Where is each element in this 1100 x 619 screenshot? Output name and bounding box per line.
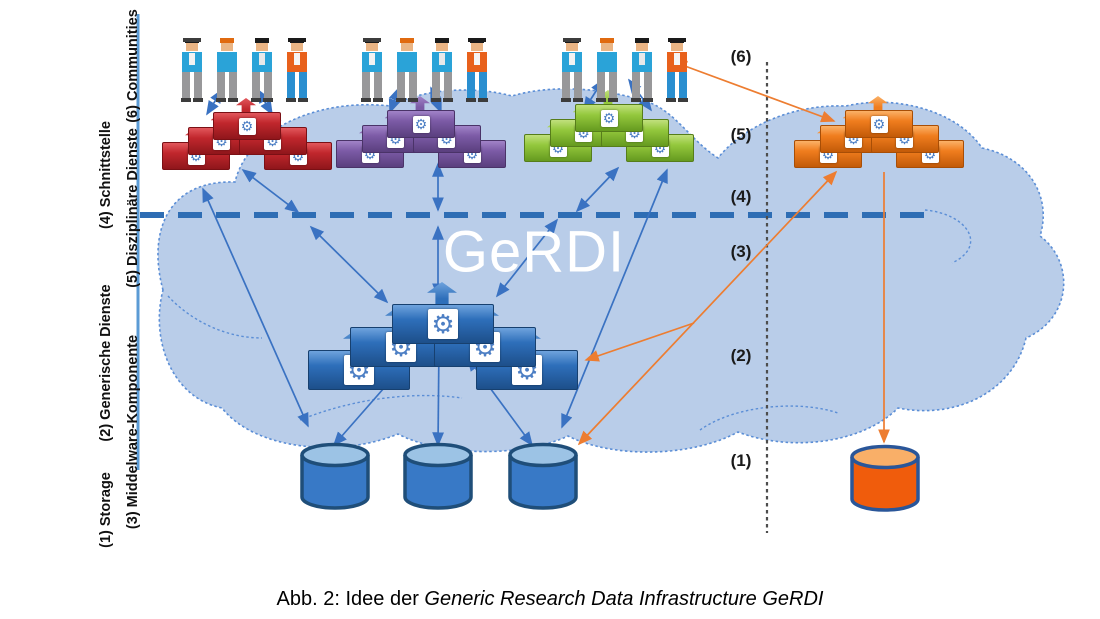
service-box: ⚙ bbox=[392, 304, 494, 344]
level-marker-1: (1) bbox=[730, 451, 752, 470]
blue-storage-database-2 bbox=[400, 440, 476, 516]
orange-connector-arrow bbox=[672, 60, 836, 123]
blue-connector-arrow bbox=[309, 225, 389, 304]
caption-prefix: Abb. 2: Idee der bbox=[276, 588, 425, 610]
axis-label-disziplinaere-dienste: (5) Disziplinäre Dienste bbox=[125, 128, 141, 288]
community-person bbox=[428, 38, 456, 108]
gear-icon: ⚙ bbox=[870, 115, 888, 133]
community-person bbox=[593, 38, 621, 108]
community-person bbox=[283, 38, 311, 108]
community-person bbox=[248, 38, 276, 108]
red-service-pyramid: ⚙⚙⚙⚙⚙ bbox=[162, 96, 332, 170]
blue-storage-database-1 bbox=[297, 440, 373, 516]
community-group-3 bbox=[558, 38, 692, 110]
level-marker-2: (2) bbox=[730, 346, 752, 365]
level-marker-3: (3) bbox=[730, 242, 752, 261]
axis-label-communities: (6) Communities bbox=[125, 9, 141, 123]
blue-storage-database-3 bbox=[505, 440, 581, 516]
orange-connector-arrow bbox=[577, 170, 838, 446]
community-group-1 bbox=[178, 38, 312, 110]
level-marker-4: (4) bbox=[730, 187, 752, 206]
service-box: ⚙ bbox=[575, 104, 643, 132]
gear-icon: ⚙ bbox=[238, 117, 256, 135]
service-box: ⚙ bbox=[387, 110, 455, 138]
level-marker-6: (6) bbox=[730, 47, 752, 66]
community-person bbox=[178, 38, 206, 108]
blue-connector-arrow bbox=[495, 218, 559, 298]
purple-service-pyramid: ⚙⚙⚙⚙⚙ bbox=[336, 94, 506, 168]
axis-label-storage: (1) Storage bbox=[98, 472, 114, 548]
blue-connector-arrow bbox=[257, 88, 273, 116]
axis-label-middelware-komponente: (3) Middelware-Komponente bbox=[125, 334, 141, 530]
blue-middleware-service-pyramid: ⚙⚙⚙⚙⚙ bbox=[308, 280, 578, 390]
community-person bbox=[393, 38, 421, 108]
community-person bbox=[628, 38, 656, 108]
up-arrow-icon bbox=[427, 282, 457, 306]
caption-italic-title: Generic Research Data Infrastructure GeR… bbox=[424, 588, 824, 610]
gear-icon: ⚙ bbox=[600, 109, 618, 127]
service-box: ⚙ bbox=[845, 110, 913, 138]
gear-icon: ⚙ bbox=[412, 115, 430, 133]
figure-caption: Abb. 2: Idee der Generic Research Data I… bbox=[0, 588, 1100, 611]
axis-label-generische-dienste: (2) Generische Dienste bbox=[98, 284, 114, 442]
axis-label-schnittstelle: (4) Schnittstelle bbox=[98, 121, 114, 229]
community-person bbox=[663, 38, 691, 108]
orange-service-pyramid: ⚙⚙⚙⚙⚙ bbox=[794, 94, 964, 168]
community-person bbox=[558, 38, 586, 108]
community-person bbox=[213, 38, 241, 108]
community-group-2 bbox=[358, 38, 492, 110]
cloud-title: GeRDI bbox=[442, 219, 626, 285]
service-box: ⚙ bbox=[213, 112, 281, 140]
blue-connector-arrow bbox=[202, 187, 309, 428]
green-service-pyramid: ⚙⚙⚙⚙⚙ bbox=[524, 88, 694, 162]
level-marker-5: (5) bbox=[730, 125, 752, 144]
gear-icon: ⚙ bbox=[428, 309, 458, 339]
orange-storage-database bbox=[847, 442, 923, 518]
community-person bbox=[358, 38, 386, 108]
community-person bbox=[463, 38, 491, 108]
